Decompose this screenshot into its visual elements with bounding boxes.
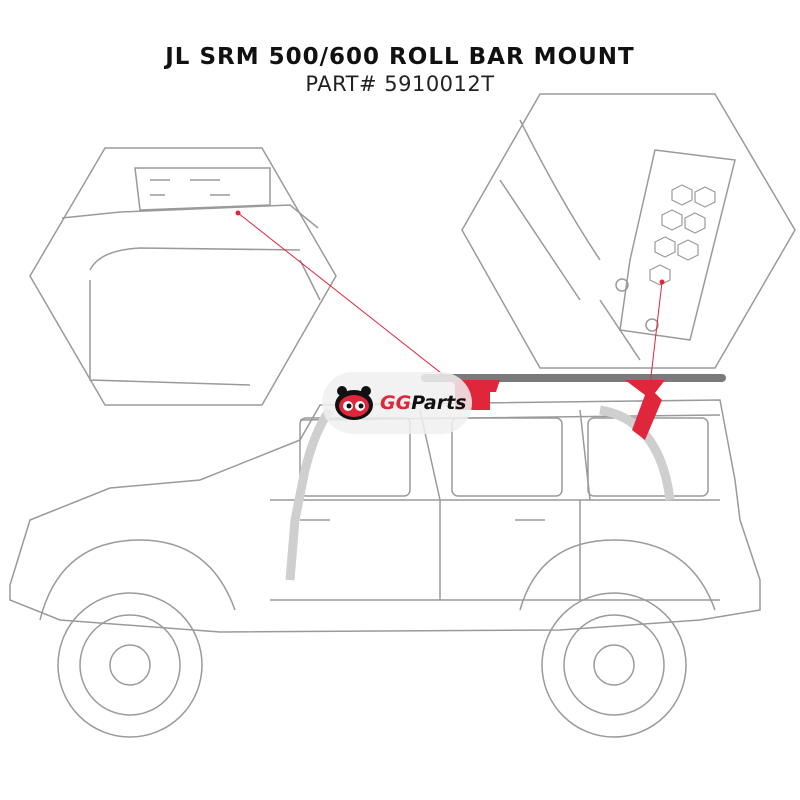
part-number: PART# 5910012T — [305, 72, 495, 96]
jeep-body — [9, 399, 761, 633]
page-title: JL SRM 500/600 ROLL BAR MOUNT — [165, 44, 635, 70]
logo-gg: GG — [380, 392, 412, 414]
detail-hexagon-right — [461, 93, 796, 369]
rear-wheel — [541, 592, 687, 738]
ggparts-logo: GGParts — [322, 372, 472, 434]
front-wheel — [57, 592, 203, 738]
logo-parts: Parts — [411, 392, 467, 414]
red-mounts — [455, 380, 665, 440]
detail-hexagon-left — [29, 147, 337, 406]
ggparts-mascot-icon — [335, 386, 373, 420]
